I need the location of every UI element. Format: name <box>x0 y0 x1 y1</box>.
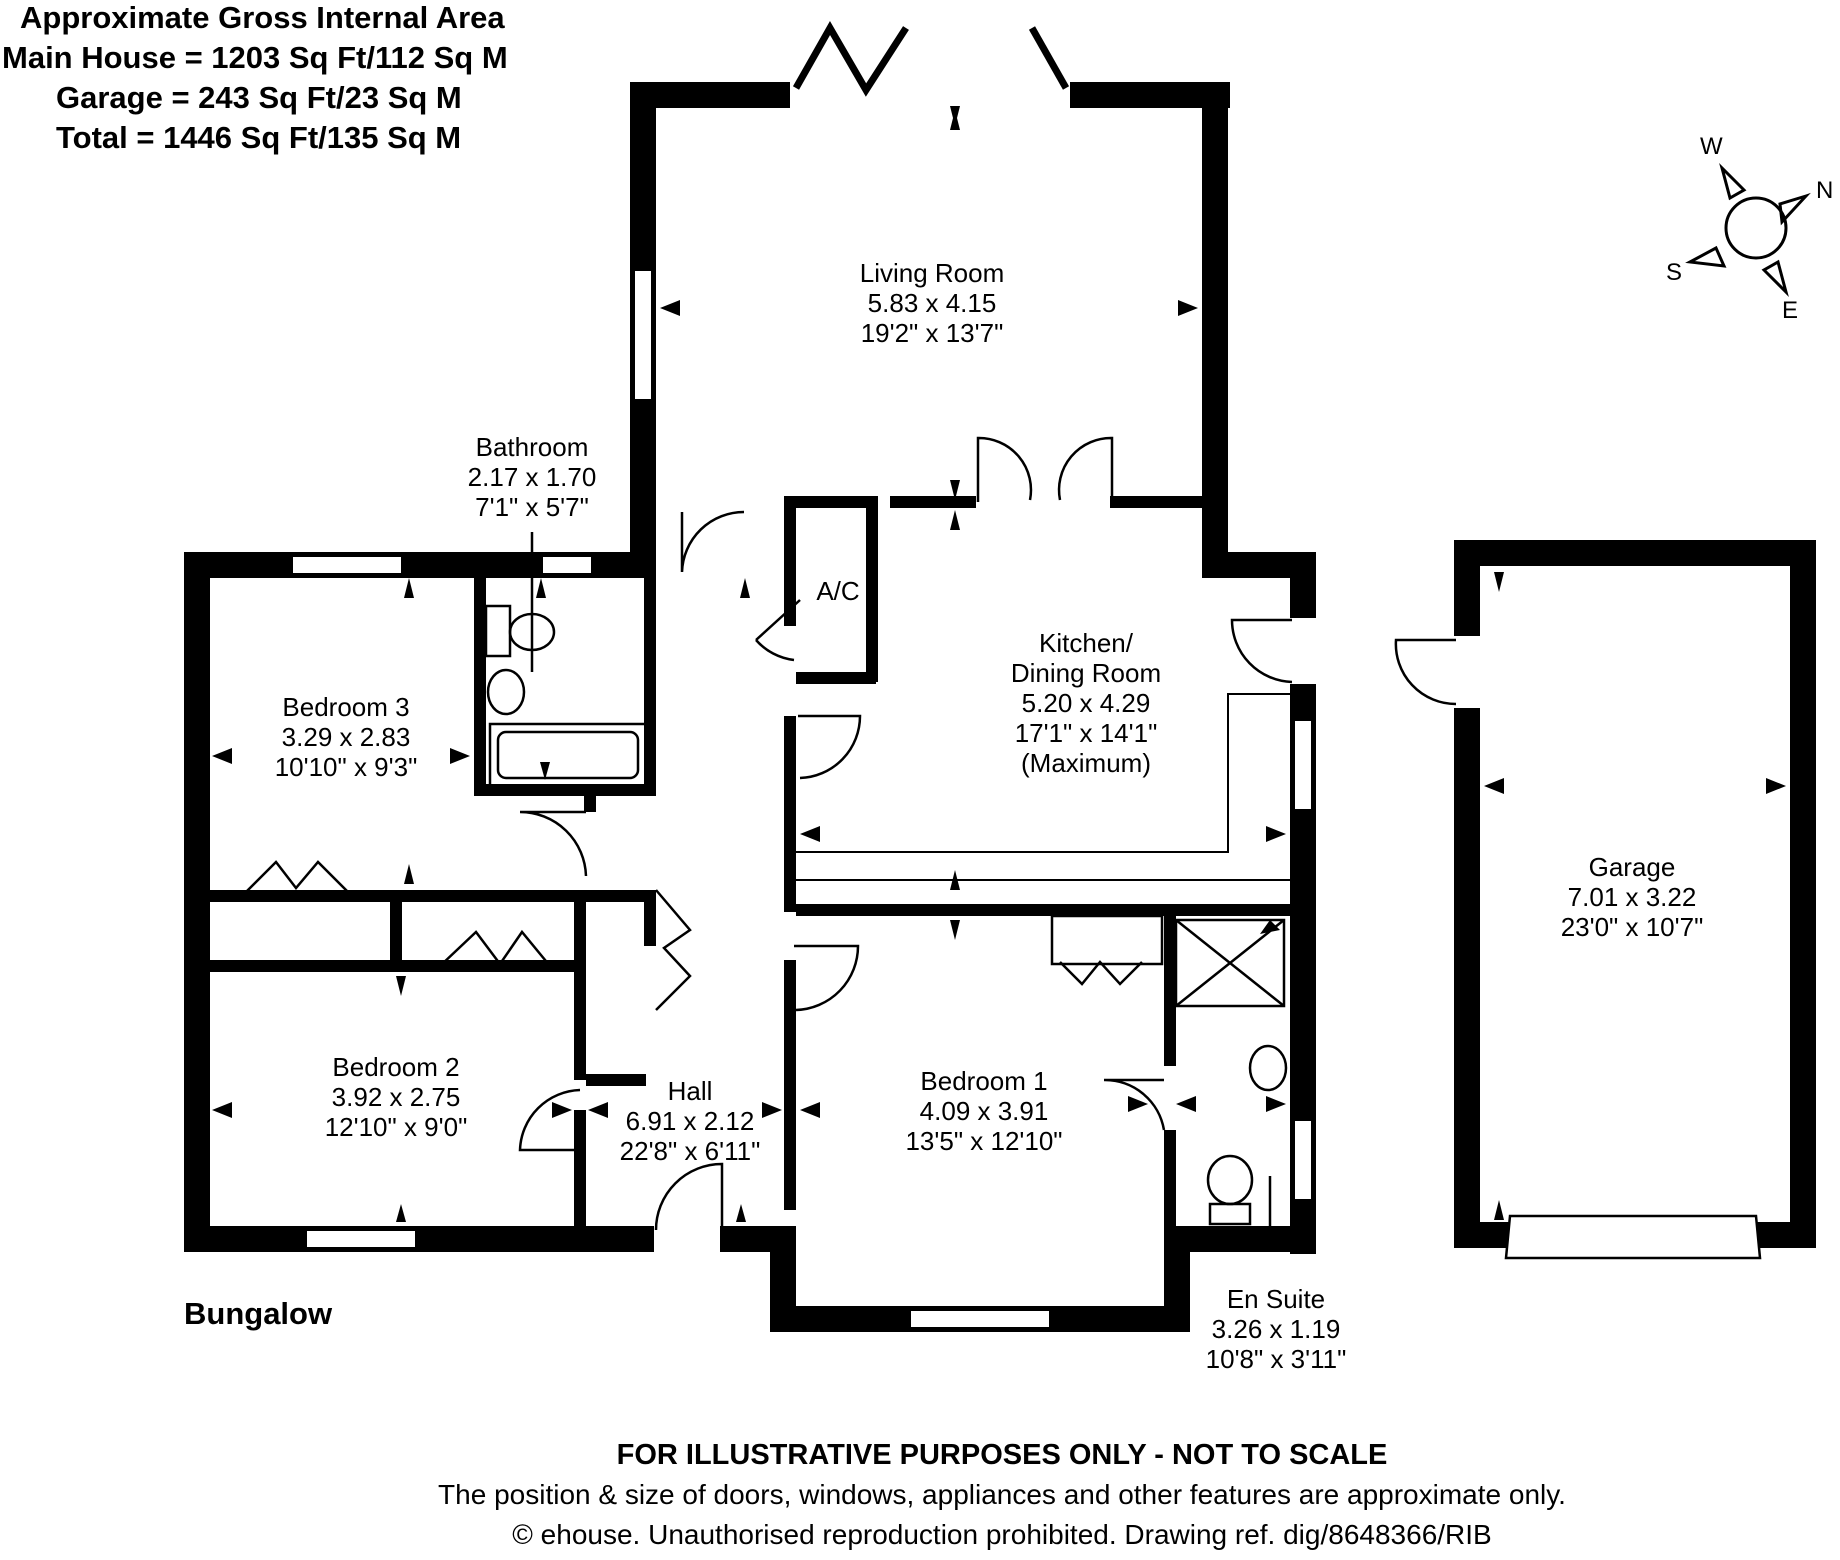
area-total: Total = 1446 Sq Ft/135 Sq M <box>56 120 461 155</box>
ensuite-imperial: 10'8" x 3'11" <box>1206 1344 1347 1374</box>
wardrobes <box>243 860 1164 1011</box>
door-swings <box>518 436 1457 1231</box>
kitchen-name-2: Dining Room <box>1011 658 1161 688</box>
compass-s-label: S <box>1666 259 1682 286</box>
ensuite-fixtures <box>1174 918 1288 1240</box>
bedroom3-metric: 3.29 x 2.83 <box>282 722 411 752</box>
building-label: Bungalow <box>184 1296 333 1331</box>
area-main-house: Main House = 1203 Sq Ft/112 Sq M <box>2 40 508 75</box>
bedroom3-imperial: 10'10" x 9'3" <box>275 752 418 782</box>
garage-door <box>1504 1214 1762 1260</box>
windows <box>291 269 1313 1329</box>
compass-w-label: W <box>1700 133 1723 160</box>
interior-walls <box>210 496 1292 1230</box>
kitchen-note: (Maximum) <box>1021 748 1151 778</box>
footer-copyright: © ehouse. Unauthorised reproduction proh… <box>512 1519 1491 1550</box>
kitchen-metric: 5.20 x 4.29 <box>1022 688 1151 718</box>
bedroom1-metric: 4.09 x 3.91 <box>920 1096 1049 1126</box>
bathroom-metric: 2.17 x 1.70 <box>468 462 597 492</box>
ensuite-name: En Suite <box>1227 1284 1325 1314</box>
living-room-metric: 5.83 x 4.15 <box>868 288 997 318</box>
footer-disclaimer-title: FOR ILLUSTRATIVE PURPOSES ONLY - NOT TO … <box>617 1439 1388 1471</box>
bedroom3-name: Bedroom 3 <box>282 692 409 722</box>
area-title: Approximate Gross Internal Area <box>20 0 505 35</box>
kitchen-counter <box>796 693 1290 881</box>
compass-icon <box>1685 162 1811 298</box>
bathroom-name: Bathroom <box>476 432 589 462</box>
bathroom-fixtures <box>484 532 648 788</box>
garage-imperial: 23'0" x 10'7" <box>1561 912 1704 942</box>
garage-name: Garage <box>1589 852 1676 882</box>
ac-label: A/C <box>816 576 859 606</box>
bedroom1-name: Bedroom 1 <box>920 1066 1047 1096</box>
bedroom2-name: Bedroom 2 <box>332 1052 459 1082</box>
bedroom2-imperial: 12'10" x 9'0" <box>325 1112 468 1142</box>
hall-metric: 6.91 x 2.12 <box>626 1106 755 1136</box>
garage-walls <box>1454 540 1816 1248</box>
compass-e-label: E <box>1782 297 1798 324</box>
footer-disclaimer-text: The position & size of doors, windows, a… <box>438 1479 1566 1510</box>
bifold-doors <box>792 20 1070 97</box>
hall-imperial: 22'8" x 6'11" <box>620 1136 761 1166</box>
living-room-name: Living Room <box>860 258 1005 288</box>
bedroom2-metric: 3.92 x 2.75 <box>332 1082 461 1112</box>
garage-metric: 7.01 x 3.22 <box>1568 882 1697 912</box>
area-garage: Garage = 243 Sq Ft/23 Sq M <box>56 80 462 115</box>
living-room-imperial: 19'2" x 13'7" <box>861 318 1004 348</box>
ensuite-metric: 3.26 x 1.19 <box>1212 1314 1341 1344</box>
kitchen-name-1: Kitchen/ <box>1039 628 1134 658</box>
hall-name: Hall <box>668 1076 713 1106</box>
measurement-arrows <box>212 106 1786 1222</box>
bedroom1-imperial: 13'5" x 12'10" <box>905 1126 1062 1156</box>
kitchen-imperial: 17'1" x 14'1" <box>1015 718 1158 748</box>
compass-n-label: N <box>1816 177 1833 204</box>
bathroom-imperial: 7'1" x 5'7" <box>475 492 589 522</box>
